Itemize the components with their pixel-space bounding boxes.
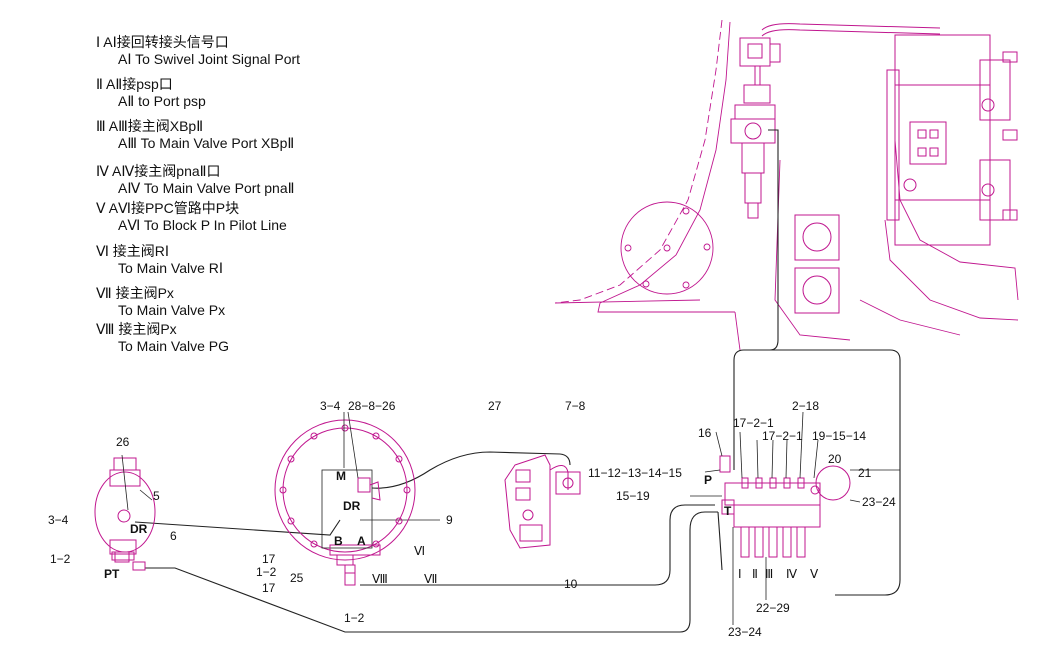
label-17-2-1-top: 17−2−1: [733, 416, 774, 430]
swing-motor: [274, 411, 416, 586]
legend-item-1-cn: Ⅰ AⅠ接回转接头信号口: [96, 34, 229, 50]
label-6: 6: [170, 529, 177, 543]
label-3-4-left: 3−4: [48, 513, 69, 527]
label-17-bottom: 17: [262, 581, 276, 595]
label-viii: Ⅷ: [372, 572, 388, 586]
label-roman-4: Ⅳ: [786, 567, 797, 581]
legend-item-2: Ⅱ AⅡ接psp口 AⅡ to Port psp: [96, 76, 206, 110]
label-17-2-1-second: 17−2−1: [762, 429, 803, 443]
label-dr-centre: DR: [343, 499, 361, 513]
legend-item-6: Ⅵ 接主阀RⅠ To Main Valve RⅠ: [96, 243, 223, 277]
label-17-top: 17: [262, 552, 276, 566]
distributor-block: [690, 411, 900, 625]
legend-item-4: Ⅳ AⅣ接主阀pnaⅡ口 AⅣ To Main Valve Port pnaⅡ: [96, 163, 295, 197]
label-23-24-bottom: 23−24: [728, 625, 762, 639]
label-7-8: 7−8: [565, 399, 586, 413]
label-21: 21: [858, 466, 872, 480]
legend-item-7: Ⅶ 接主阀Px To Main Valve Px: [96, 285, 225, 319]
legend-item-1: Ⅰ AⅠ接回转接头信号口 AⅠ To Swivel Joint Signal P…: [96, 34, 300, 68]
legend-item-6-cn: Ⅵ 接主阀RⅠ: [96, 243, 170, 259]
label-26: 26: [116, 435, 130, 449]
label-roman-5: Ⅴ: [810, 567, 819, 581]
machine-outline: [554, 19, 1019, 351]
legend-item-5-cn: Ⅴ AⅥ接PPC管路中P块: [96, 200, 240, 216]
label-15-19: 15−19: [616, 489, 650, 503]
label-19-15-14: 19−15−14: [812, 429, 866, 443]
label-20: 20: [828, 452, 842, 466]
centre-valve: [504, 454, 581, 549]
label-28-8-26: 28−8−26: [348, 399, 396, 413]
label-5: 5: [153, 489, 160, 503]
label-vii: Ⅶ: [424, 572, 437, 586]
legend-item-7-en: To Main Valve Px: [118, 302, 226, 318]
legend-item-5-en: AⅥ To Block P In Pilot Line: [118, 217, 287, 233]
main-valve-block: [794, 34, 1018, 314]
label-23-24-right: 23−24: [862, 495, 896, 509]
label-22-29: 22−29: [756, 601, 790, 615]
label-pt: PT: [104, 567, 120, 581]
legend-item-5: Ⅴ AⅥ接PPC管路中P块 AⅥ To Block P In Pilot Lin…: [96, 200, 287, 234]
label-a: A: [357, 534, 366, 548]
label-roman-1: Ⅰ: [738, 567, 742, 581]
label-16: 16: [698, 426, 712, 440]
legend-item-3-en: AⅢ To Main Valve Port XBpⅡ: [118, 135, 295, 151]
label-2-18: 2−18: [792, 399, 819, 413]
label-1-2-bottom: 1−2: [344, 611, 365, 625]
label-t: T: [724, 504, 732, 518]
label-25: 25: [290, 571, 304, 585]
diagram-labels: 26 5 3−4 DR 6 1−2 PT 3−4 28−8−26 M DR 9 …: [48, 399, 896, 639]
legend-item-1-en: AⅠ To Swivel Joint Signal Port: [118, 51, 301, 67]
distributor-spools: [740, 477, 820, 558]
legend-item-3-cn: Ⅲ AⅢ接主阀XBpⅡ: [96, 118, 204, 134]
label-roman-3: Ⅲ: [765, 567, 773, 581]
legend: Ⅰ AⅠ接回转接头信号口 AⅠ To Swivel Joint Signal P…: [0, 0, 420, 360]
legend-item-2-cn: Ⅱ AⅡ接psp口: [96, 76, 173, 92]
legend-item-3: Ⅲ AⅢ接主阀XBpⅡ AⅢ To Main Valve Port XBpⅡ: [96, 118, 294, 152]
label-11-12-13-14-15: 11−12−13−14−15: [588, 466, 682, 480]
legend-item-8: Ⅷ 接主阀Px To Main Valve PG: [96, 321, 229, 355]
pipe-routes: [134, 339, 901, 633]
label-b: B: [334, 534, 343, 548]
legend-item-6-en: To Main Valve RⅠ: [118, 260, 224, 276]
label-9: 9: [446, 513, 453, 527]
legend-item-4-en: AⅣ To Main Valve Port pnaⅡ: [118, 180, 295, 196]
label-p: P: [704, 473, 712, 487]
label-dr-left: DR: [130, 522, 148, 536]
left-cylinder: [94, 454, 156, 571]
label-27: 27: [488, 399, 502, 413]
legend-item-7-cn: Ⅶ 接主阀Px: [96, 285, 174, 301]
legend-item-2-en: AⅡ to Port psp: [118, 93, 206, 109]
label-10: 10: [564, 577, 578, 591]
label-m: M: [336, 469, 346, 483]
legend-item-8-cn: Ⅷ 接主阀Px: [96, 321, 177, 337]
label-3-4-centre: 3−4: [320, 399, 341, 413]
label-vi: Ⅵ: [414, 544, 425, 558]
label-1-2-left: 1−2: [50, 552, 71, 566]
pilot-valve-stack: [730, 23, 941, 340]
legend-item-4-cn: Ⅳ AⅣ接主阀pnaⅡ口: [96, 163, 221, 179]
label-roman-2: Ⅱ: [752, 567, 758, 581]
label-1-2-centre: 1−2: [256, 565, 277, 579]
legend-item-8-en: To Main Valve PG: [118, 338, 230, 354]
